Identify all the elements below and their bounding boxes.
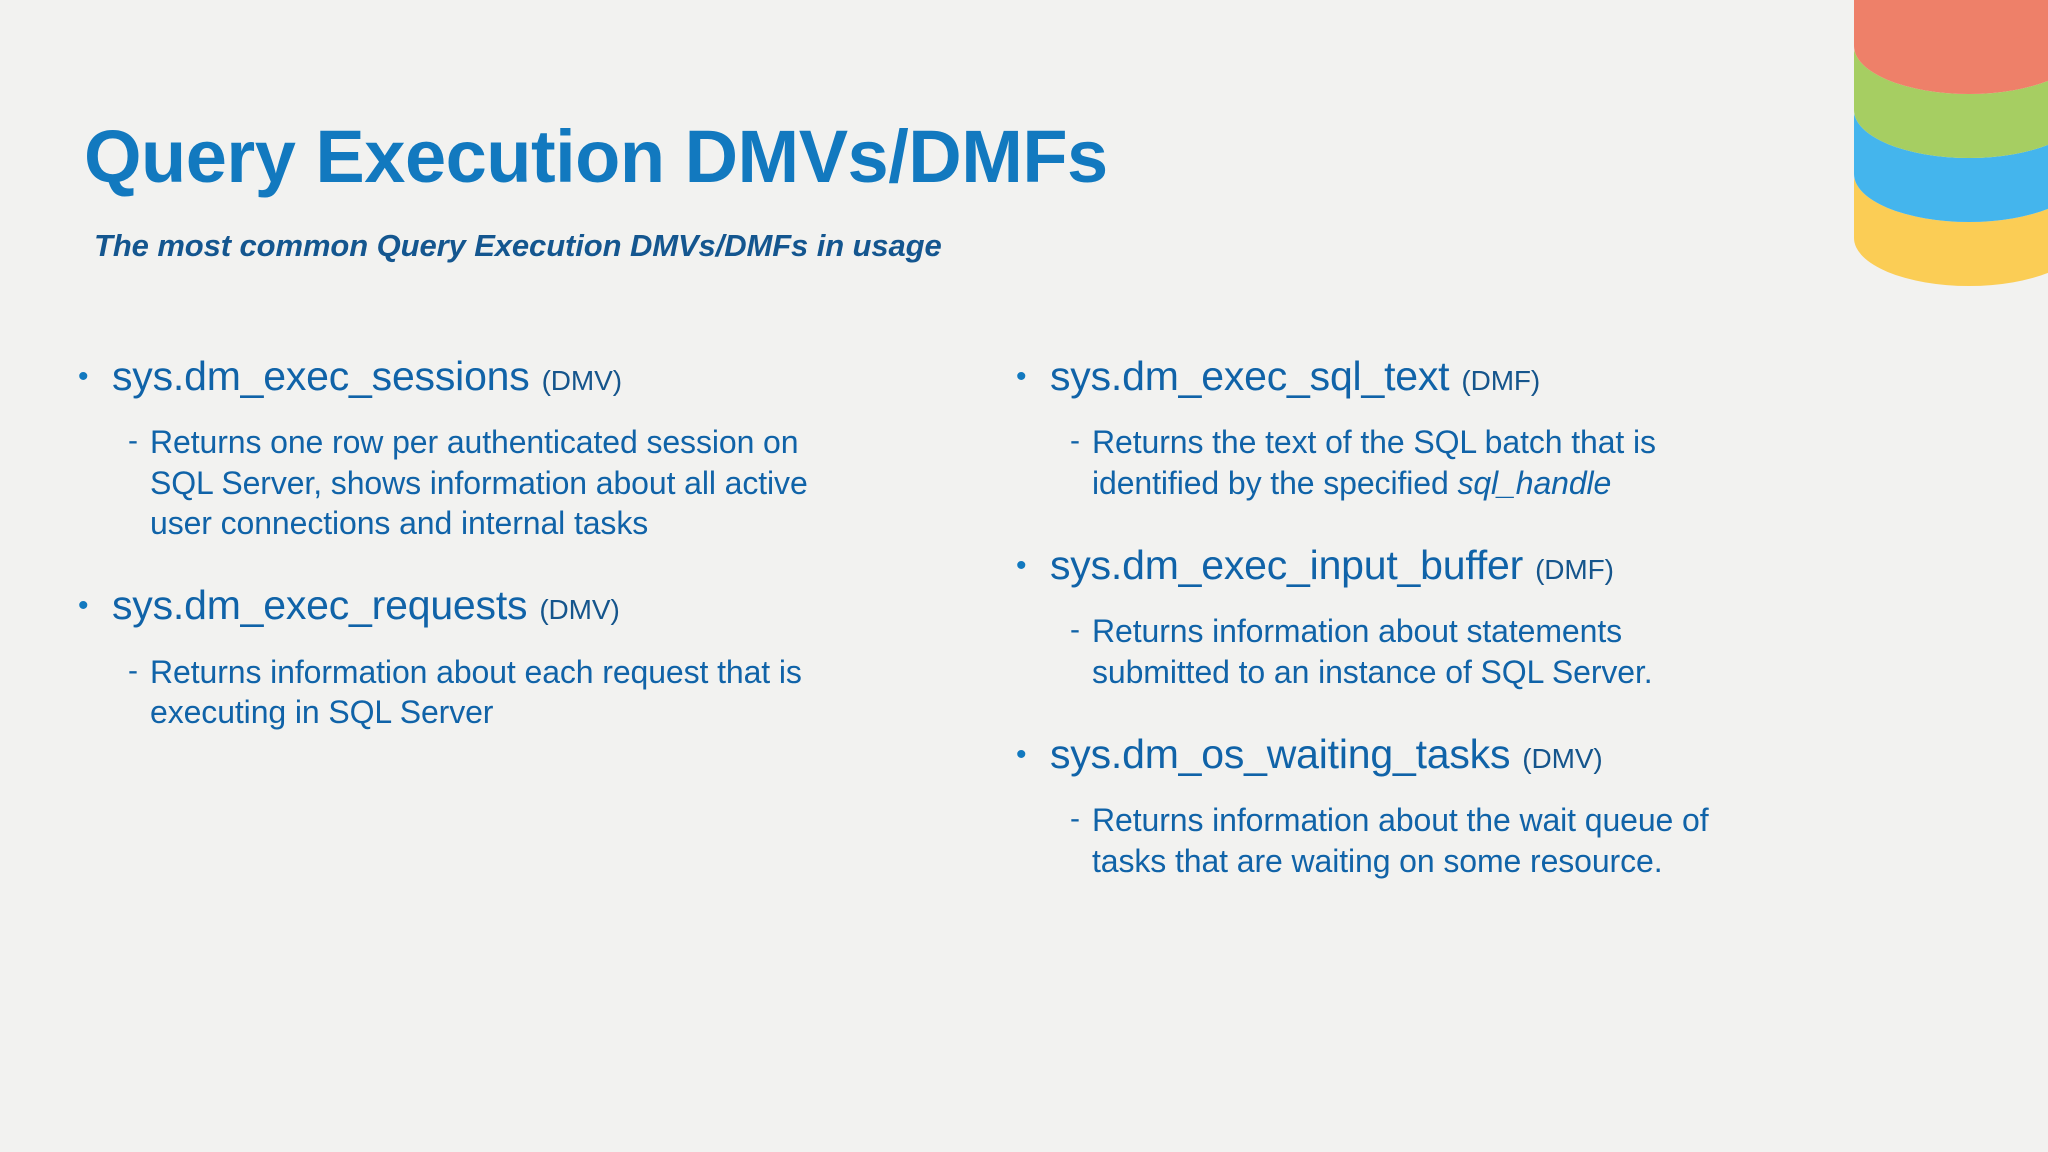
content-columns: • sys.dm_exec_sessions (DMV) - Returns o… (0, 352, 2048, 881)
dmv-name: sys.dm_os_waiting_tasks (1050, 731, 1511, 777)
page-subtitle: The most common Query Execution DMVs/DMF… (94, 228, 942, 263)
description-text: Returns information about the wait queue… (1092, 802, 1709, 879)
bullet-dot-icon: • (1016, 738, 1027, 771)
page-title: Query Execution DMVs/DMFs (84, 115, 1108, 198)
bullet-dot-icon: • (1016, 549, 1027, 582)
dmf-name: sys.dm_exec_sql_text (1050, 353, 1450, 399)
description-sys-dm-os-waiting-tasks: - Returns information about the wait que… (1070, 800, 1738, 881)
dash-glyph-icon: - (128, 653, 138, 687)
description-text: Returns one row per authenticated sessio… (150, 424, 808, 541)
right-column: • sys.dm_exec_sql_text (DMF) - Returns t… (1015, 352, 2048, 881)
list-item: • sys.dm_os_waiting_tasks (DMV) - Return… (1016, 730, 2028, 881)
spacer (1016, 589, 2028, 611)
dmv-name: sys.dm_exec_requests (112, 582, 528, 629)
list-item: • sys.dm_exec_sessions (DMV) - Returns o… (78, 352, 995, 543)
dmf-kind: (DMF) (1461, 365, 1541, 396)
description-sys-dm-exec-input-buffer: - Returns information about statements s… (1070, 611, 1738, 692)
dmv-kind: (DMV) (539, 594, 620, 626)
bullet-sys-dm-exec-sessions[interactable]: • sys.dm_exec_sessions (DMV) (78, 352, 995, 400)
bullet-dot-icon: • (78, 589, 89, 623)
list-item: • sys.dm_exec_sql_text (DMF) - Returns t… (1016, 352, 2028, 503)
description-sys-dm-exec-sessions: - Returns one row per authenticated sess… (128, 422, 828, 543)
dash-glyph-icon: - (1070, 424, 1080, 458)
dmv-kind: (DMV) (541, 365, 622, 396)
dash-glyph-icon: - (128, 424, 138, 458)
spacer (1016, 778, 2028, 800)
description-sys-dm-exec-sql-text: - Returns the text of the SQL batch that… (1070, 422, 1738, 503)
spacer (78, 400, 995, 422)
spacer (1016, 692, 2028, 730)
description-text: Returns information about statements sub… (1092, 613, 1653, 690)
bullet-dot-icon: • (78, 360, 89, 393)
list-item: • sys.dm_exec_input_buffer (DMF) - Retur… (1016, 541, 2028, 692)
dmv-kind: (DMV) (1522, 743, 1603, 774)
bullet-sys-dm-os-waiting-tasks[interactable]: • sys.dm_os_waiting_tasks (DMV) (1016, 730, 2028, 778)
description-text: Returns the text of the SQL batch that i… (1092, 422, 1738, 503)
list-item: • sys.dm_exec_requests (DMV) - Returns i… (78, 581, 995, 732)
database-cylinder-icon (1844, 0, 2048, 296)
description-text-plain: Returns the text of the SQL batch that i… (1092, 424, 1656, 501)
bullet-sys-dm-exec-sql-text[interactable]: • sys.dm_exec_sql_text (DMF) (1016, 352, 2028, 400)
bullet-sys-dm-exec-input-buffer[interactable]: • sys.dm_exec_input_buffer (DMF) (1016, 541, 2028, 589)
spacer (1016, 503, 2028, 541)
dmf-kind: (DMF) (1535, 554, 1614, 585)
bullet-dot-icon: • (1016, 360, 1027, 393)
dmf-name: sys.dm_exec_input_buffer (1050, 542, 1524, 588)
dmv-name: sys.dm_exec_sessions (112, 353, 530, 399)
spacer (78, 630, 995, 652)
dash-glyph-icon: - (1070, 802, 1080, 836)
spacer (1016, 400, 2028, 422)
description-text-emphasis: sql_handle (1457, 464, 1612, 501)
description-sys-dm-exec-requests: - Returns information about each request… (128, 652, 828, 733)
left-column: • sys.dm_exec_sessions (DMV) - Returns o… (0, 352, 1015, 732)
bullet-sys-dm-exec-requests[interactable]: • sys.dm_exec_requests (DMV) (78, 581, 995, 629)
dash-glyph-icon: - (1070, 613, 1080, 647)
description-text: Returns information about each request t… (150, 653, 802, 730)
spacer (78, 543, 995, 581)
